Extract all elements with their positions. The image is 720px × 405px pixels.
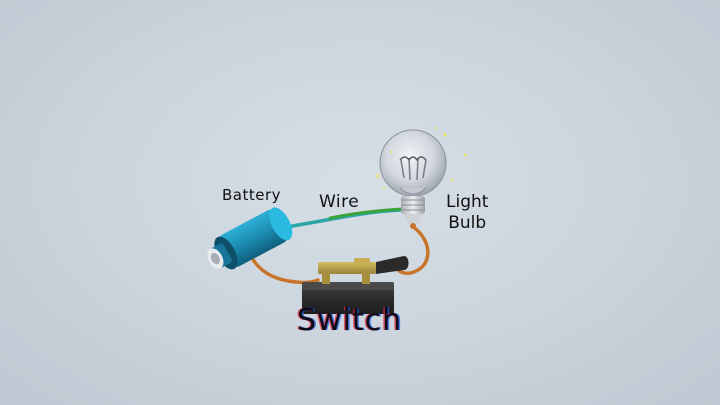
battery-cell: [207, 207, 293, 270]
light-bulb-label-line1: Light: [446, 192, 489, 212]
wire-label: Wire: [319, 192, 360, 212]
light-bulb-label-line2: Bulb: [448, 213, 487, 233]
wire-battery-to-switch: [246, 248, 320, 285]
knife-switch: [302, 256, 409, 314]
switch-label: Switch: [297, 303, 403, 338]
wire-battery-to-bulb: [278, 207, 404, 230]
light-bulb-label: Light Bulb: [446, 192, 488, 234]
light-bulb: [379, 129, 447, 229]
bulb-glow-sparkles: [376, 126, 467, 190]
battery-label: Battery: [222, 186, 282, 204]
